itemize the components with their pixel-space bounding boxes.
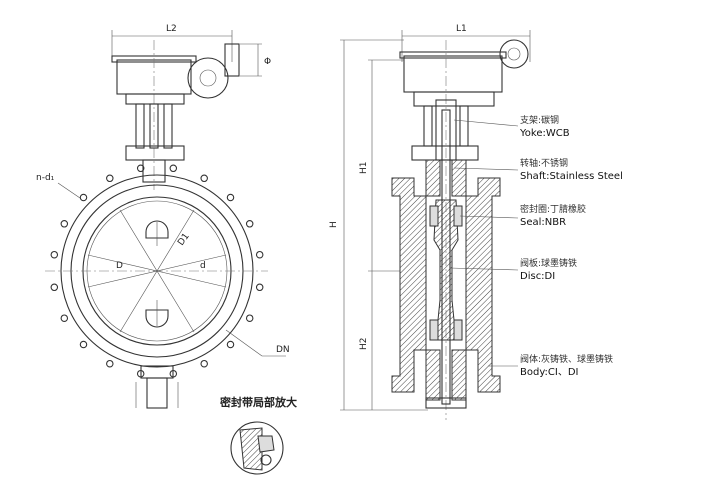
disc-front (87, 209, 227, 333)
dim-d-big-label: D (116, 261, 123, 271)
bolt-hole (79, 340, 88, 349)
bolt-hole (50, 283, 59, 292)
bolt-hole (169, 164, 178, 173)
bolt-hole (226, 193, 235, 202)
dim-h-label: H (329, 221, 339, 228)
dim-h1-label: H1 (359, 162, 369, 175)
seal-detail-enlarged (230, 421, 284, 475)
dimension-l1: L1 (401, 24, 531, 62)
front-view: L2 Φ (36, 24, 297, 475)
dimension-phi: Φ (240, 43, 271, 77)
dim-l2-label: L2 (166, 24, 177, 34)
bolt-hole (106, 174, 114, 183)
detail-caption: 密封带局部放大 (220, 395, 297, 409)
dimension-h2: H2 (359, 271, 373, 410)
dimension-h: H (329, 39, 428, 411)
dim-l1-label: L1 (456, 24, 467, 34)
bolt-hole (255, 283, 264, 292)
dimension-h1: H1 (359, 59, 404, 272)
callout-body-en: Body:CI、DI (520, 367, 578, 378)
bolt-hole (60, 314, 69, 322)
bolt-hole (245, 220, 254, 228)
dim-h2-label: H2 (359, 338, 369, 351)
bolt-hole (60, 220, 69, 228)
callout-disc-cn: 阀板:球墨铸铁 (520, 257, 577, 269)
callout-seal-en: Seal:NBR (520, 217, 566, 228)
bolt-hole (50, 250, 59, 259)
callout-shaft-cn: 转轴:不锈钢 (520, 157, 568, 169)
valve-body-front (45, 174, 268, 368)
bolt-hole (79, 193, 88, 202)
bolt-hole (136, 164, 145, 173)
callout-labels: 支架:碳钢 Yoke:WCB 转轴:不锈钢 Shaft:Stainless St… (519, 114, 623, 378)
dim-phi-label: Φ (264, 57, 271, 67)
dim-d1-label: D1 (176, 232, 191, 248)
gearbox (111, 40, 240, 190)
bolt-hole (226, 340, 235, 349)
callout-shaft-en: Shaft:Stainless Steel (520, 171, 623, 182)
dim-d-small-label: d (200, 261, 206, 271)
callout-yoke-cn: 支架:碳钢 (520, 114, 559, 126)
valve-body-section (391, 159, 501, 409)
bottom-trunnion (135, 365, 179, 409)
yoke-side (411, 99, 479, 161)
callout-leaders (449, 119, 519, 367)
dim-n-d1-label: n-d₁ (36, 173, 55, 183)
bolt-hole (200, 359, 208, 368)
callout-yoke-en: Yoke:WCB (519, 128, 570, 139)
callout-disc-en: Disc:DI (520, 271, 555, 282)
bolt-hole (255, 250, 264, 259)
disc-section (429, 109, 463, 405)
bolt-hole (245, 314, 254, 322)
bolt-hole (200, 174, 208, 183)
side-view: L1 H H1 H2 (329, 24, 531, 420)
callout-seal-cn: 密封圈:丁腈橡胶 (520, 203, 586, 215)
bolt-hole (106, 359, 114, 368)
callout-body-cn: 阀体:灰铸铁、球墨铸铁 (520, 353, 613, 365)
dim-dn-label: DN (276, 345, 290, 355)
